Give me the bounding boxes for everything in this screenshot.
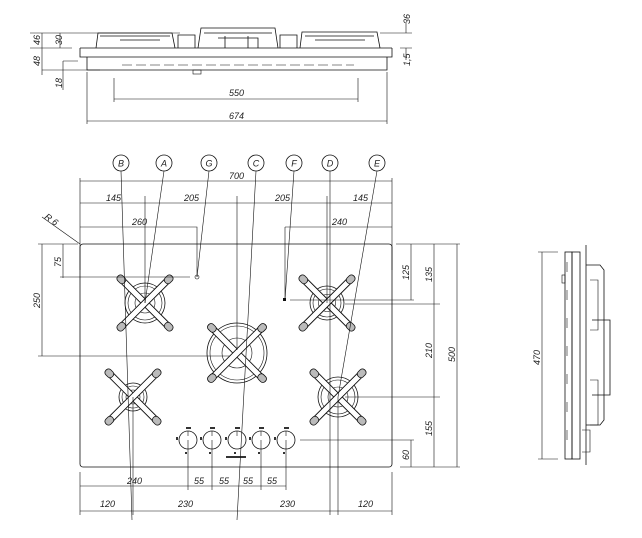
callout-f: F [285, 154, 303, 172]
knob-1 [176, 427, 198, 454]
dim-60: 60 [401, 450, 411, 460]
callout-label: A [160, 159, 167, 169]
control-knobs [176, 427, 296, 454]
radius-label: R 6 [43, 211, 60, 227]
dim-230-right: 230 [279, 499, 295, 509]
callout-c: C [247, 154, 265, 172]
dim-55-3: 55 [243, 476, 254, 486]
hob-plate [79, 243, 393, 468]
dim-230-left: 230 [177, 499, 193, 509]
knob-4 [249, 427, 271, 454]
dim-240-top: 240 [331, 217, 347, 227]
callout-d: D [321, 154, 339, 172]
burners [104, 274, 367, 426]
dim-550: 550 [229, 88, 244, 98]
grate-arm [207, 323, 267, 383]
dim-55-4: 55 [267, 476, 278, 486]
dim-700: 700 [229, 171, 244, 181]
dim-674: 674 [229, 111, 244, 121]
dim-205-left: 205 [183, 193, 200, 203]
dim-135: 135 [424, 266, 434, 282]
callout-label: F [291, 159, 297, 169]
callout-label: E [374, 159, 381, 169]
dim-46: 46 [32, 35, 42, 45]
dim-30: 30 [54, 35, 64, 45]
callout-label: B [118, 159, 124, 169]
dim-125: 125 [401, 264, 411, 280]
dim-18: 18 [54, 78, 64, 88]
point-f [283, 298, 286, 301]
dim-48: 48 [32, 56, 42, 66]
dim-55-1: 55 [194, 476, 205, 486]
knob-5 [274, 427, 296, 454]
dim-145-left: 145 [106, 193, 122, 203]
knob-2 [200, 427, 222, 454]
dim-145-right: 145 [353, 193, 369, 203]
callout-a: A [155, 154, 173, 172]
dim-500: 500 [447, 347, 457, 362]
brand-logo [226, 456, 246, 458]
callout-b: B [112, 154, 130, 172]
callout-e: E [368, 154, 386, 172]
dim-240-bottom: 240 [126, 476, 142, 486]
dim-120-right: 120 [358, 499, 373, 509]
dim-75: 75 [53, 256, 63, 267]
dim-36: 36 [402, 14, 412, 24]
dim-1-5: 1,5 [402, 52, 412, 66]
side-view: 470 [532, 245, 611, 465]
dim-55-2: 55 [219, 476, 230, 486]
front-elevation-view: 46 30 48 18 36 1,5 550 674 [30, 14, 412, 124]
dim-210: 210 [424, 343, 434, 359]
dim-260: 260 [131, 217, 147, 227]
callout-label: G [205, 159, 212, 169]
callout-g: G [200, 154, 218, 172]
dim-155: 155 [424, 420, 434, 436]
callout-label: C [253, 159, 260, 169]
knob-3 [225, 427, 247, 454]
dim-470: 470 [532, 350, 542, 365]
callout-label: D [327, 159, 334, 169]
dim-120-left: 120 [100, 499, 115, 509]
dim-205-right: 205 [274, 193, 291, 203]
dim-250: 250 [32, 293, 42, 309]
